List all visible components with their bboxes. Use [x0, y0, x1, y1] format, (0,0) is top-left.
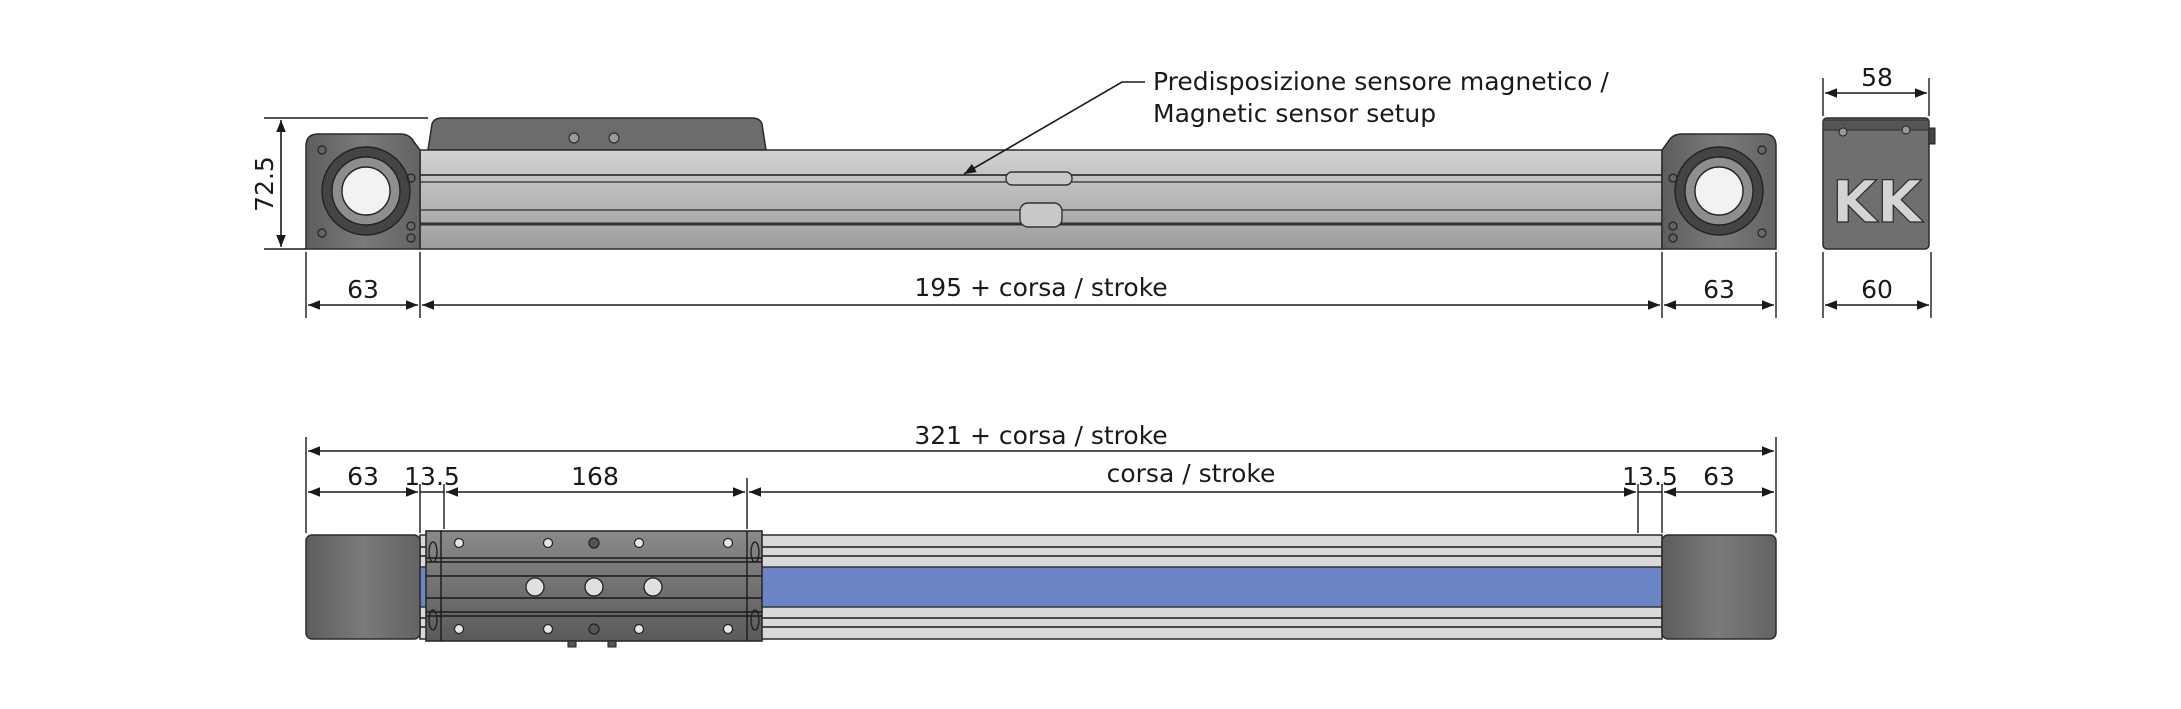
top-view	[305, 530, 1777, 648]
sensor-annotation: Predisposizione sensore magnetico / Magn…	[963, 67, 1609, 175]
front-left-head-label: 63	[347, 275, 379, 304]
top-left-head-label: 63	[347, 462, 379, 491]
annotation-line-2: Magnetic sensor setup	[1153, 99, 1436, 128]
cover-screw	[608, 132, 620, 144]
top-head-right	[1661, 534, 1777, 640]
cover-screw	[568, 132, 580, 144]
carriage-bore	[643, 577, 663, 597]
head-screw	[1757, 228, 1767, 238]
leader-line	[963, 81, 1145, 175]
top-right-head-label: 63	[1703, 462, 1735, 491]
carriage-seal	[750, 541, 760, 563]
carriage-hole	[722, 623, 734, 635]
carriage-hole	[633, 537, 645, 549]
carriage-label: 168	[571, 462, 619, 491]
carriage-hole	[542, 623, 554, 635]
side-dimensions: 58 60	[1822, 63, 1932, 318]
carriage-hole	[453, 623, 465, 635]
sensor-slot	[1019, 202, 1063, 228]
carriage-cover	[427, 117, 767, 151]
annotation-line-1: Predisposizione sensore magnetico /	[1153, 67, 1609, 96]
side-housing	[1822, 117, 1930, 250]
side-screw	[1901, 125, 1911, 135]
side-bottom-label: 60	[1861, 275, 1893, 304]
carriage-seal	[428, 541, 438, 563]
profile-body	[419, 149, 1663, 250]
head-screw	[406, 173, 416, 183]
top-right-gap-label: 13.5	[1622, 462, 1678, 491]
top-head-left	[305, 534, 421, 640]
height-label: 72.5	[250, 156, 279, 212]
head-screw	[406, 221, 416, 231]
side-view: KK	[1822, 117, 1936, 250]
carriage-hole	[588, 623, 600, 635]
front-right-head-label: 63	[1703, 275, 1735, 304]
carriage-tab	[607, 640, 617, 648]
sensor-slot	[1005, 171, 1073, 186]
carriage-hole	[588, 537, 600, 549]
kk-logo: KK	[1832, 168, 1924, 236]
carriage-tab	[567, 640, 577, 648]
carriage-seal	[428, 609, 438, 631]
front-body-label: 195 + corsa / stroke	[914, 273, 1167, 302]
stroke-label: corsa / stroke	[1107, 459, 1276, 488]
head-screw	[317, 228, 327, 238]
side-plate	[1822, 119, 1930, 131]
front-dimensions: 63 195 + corsa / stroke 63	[305, 252, 1777, 318]
carriage-bore	[525, 577, 545, 597]
dim-height: 72.5	[250, 117, 428, 250]
carriage-hole	[722, 537, 734, 549]
head-screw	[1757, 145, 1767, 155]
top-dimensions: 321 + corsa / stroke 63 13.5 168 corsa /…	[305, 421, 1777, 533]
head-screw	[406, 233, 416, 243]
head-screw	[1668, 233, 1678, 243]
carriage-hole	[453, 537, 465, 549]
side-tab	[1928, 127, 1936, 145]
carriage-hole	[542, 537, 554, 549]
top-left-gap-label: 13.5	[404, 462, 460, 491]
side-top-label: 58	[1861, 63, 1893, 92]
overall-label: 321 + corsa / stroke	[914, 421, 1167, 450]
bearing-bore	[341, 166, 391, 216]
carriage-seal	[750, 609, 760, 631]
head-screw	[1668, 221, 1678, 231]
side-screw	[1838, 127, 1848, 137]
head-screw	[317, 145, 327, 155]
bearing-bore	[1694, 166, 1744, 216]
carriage-bore	[584, 577, 604, 597]
head-screw	[1668, 173, 1678, 183]
front-view	[305, 117, 1777, 250]
carriage-hole	[633, 623, 645, 635]
